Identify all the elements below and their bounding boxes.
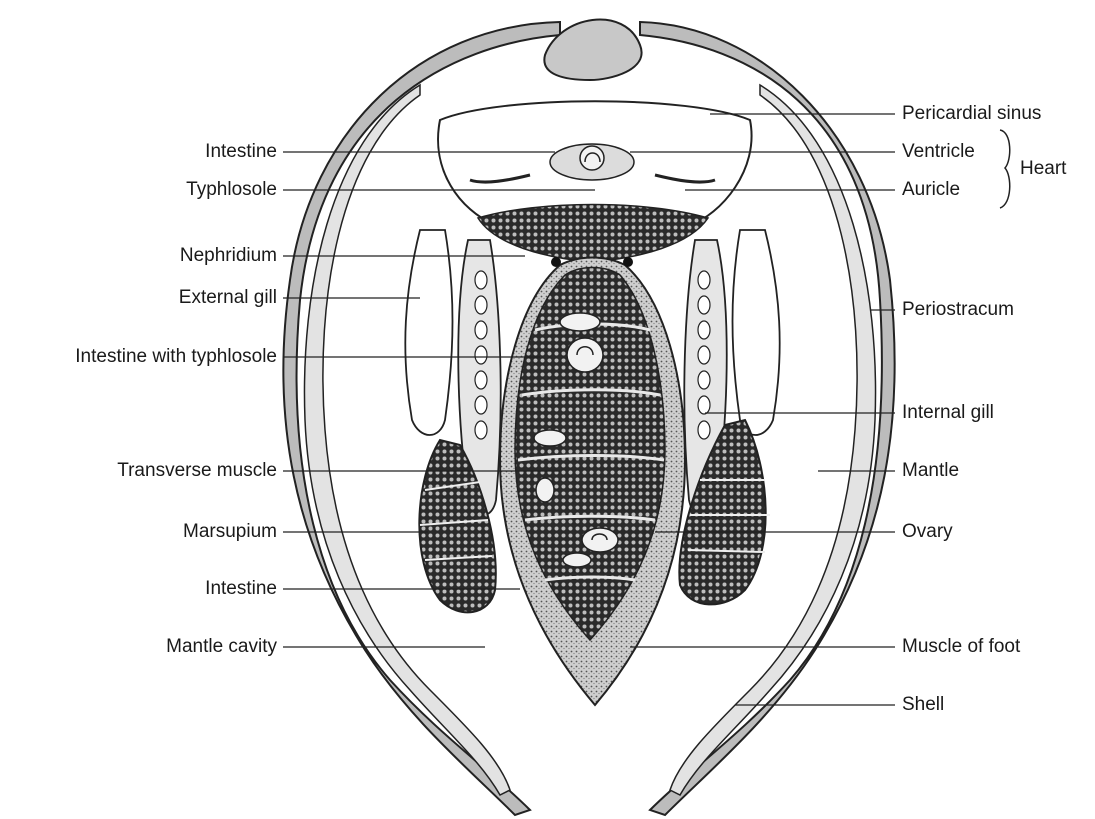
label-transverse-muscle: Transverse muscle	[117, 460, 277, 482]
heart-brace	[1000, 130, 1010, 208]
label-intestine-top: Intestine	[205, 141, 277, 163]
label-muscle-of-foot: Muscle of foot	[902, 636, 1020, 658]
label-ventricle: Ventricle	[902, 141, 975, 163]
label-auricle: Auricle	[902, 179, 960, 201]
label-shell: Shell	[902, 694, 944, 716]
external-gill-right	[733, 230, 780, 435]
intestine-top-ring	[580, 146, 604, 170]
label-internal-gill: Internal gill	[902, 402, 994, 424]
label-pericardial-sinus: Pericardial sinus	[902, 103, 1041, 125]
label-mantle-cavity: Mantle cavity	[166, 636, 277, 658]
label-nephridium: Nephridium	[180, 245, 277, 267]
nephridium	[478, 205, 708, 263]
external-gill-left	[405, 230, 452, 435]
label-typhlosole: Typhlosole	[186, 179, 277, 201]
label-external-gill: External gill	[179, 287, 277, 309]
label-intestine-bottom: Intestine	[205, 578, 277, 600]
label-periostracum: Periostracum	[902, 299, 1014, 321]
label-intestine-with-typhlosole: Intestine with typhlosole	[75, 346, 277, 368]
label-ovary: Ovary	[902, 521, 953, 543]
label-mantle: Mantle	[902, 460, 959, 482]
label-heart: Heart	[1020, 158, 1066, 180]
label-marsupium: Marsupium	[183, 521, 277, 543]
